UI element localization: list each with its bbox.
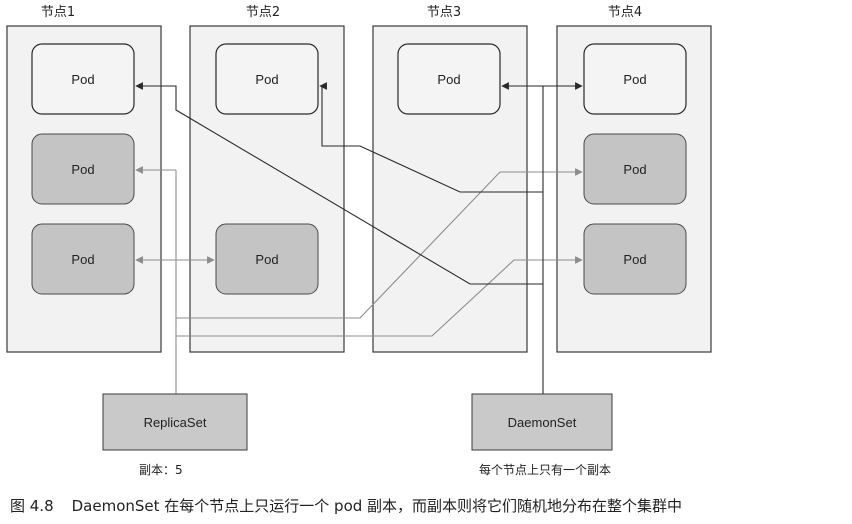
node-1-label: 节点1 xyxy=(41,5,75,20)
figure-caption-text: DaemonSet 在每个节点上只运行一个 pod 副本，而副本则将它们随机地分… xyxy=(71,497,683,515)
daemonset-connectors xyxy=(135,82,583,394)
daemonset-box xyxy=(471,393,613,451)
figure-number: 图 4.8 xyxy=(10,497,54,515)
replicaset-box xyxy=(102,393,248,451)
daemon-pod-node-3 xyxy=(397,43,501,115)
figure-caption: 图 4.8 DaemonSet 在每个节点上只运行一个 pod 副本，而副本则将它… xyxy=(10,496,850,516)
node-2-label: 节点2 xyxy=(246,5,280,20)
daemon-pod-node-4-label: Pod xyxy=(623,72,646,87)
replica-pod-node-1-a xyxy=(31,133,135,205)
daemonset-label: DaemonSet xyxy=(508,415,577,430)
replica-pod-node-2-label: Pod xyxy=(255,252,278,267)
replica-pod-node-1-b xyxy=(31,223,135,295)
daemon-pod-node-2-label: Pod xyxy=(255,72,278,87)
daemon-pod-node-3-label: Pod xyxy=(437,72,460,87)
replica-pod-node-4-b xyxy=(583,223,687,295)
replica-pod-node-1-b-label: Pod xyxy=(71,252,94,267)
replica-pod-node-4-a-label: Pod xyxy=(623,162,646,177)
replicaset-note: 副本：5 xyxy=(139,463,183,477)
daemon-pod-node-1-label: Pod xyxy=(71,72,94,87)
replicaset-connectors xyxy=(135,166,583,394)
replica-pod-node-1-a-label: Pod xyxy=(71,162,94,177)
daemon-pod-node-2 xyxy=(215,43,319,115)
replica-pod-node-2 xyxy=(215,223,319,295)
node-4-label: 节点4 xyxy=(608,5,642,20)
daemon-pod-node-1 xyxy=(31,43,135,115)
replica-pod-node-4-b-label: Pod xyxy=(623,252,646,267)
daemonset-note: 每个节点上只有一个副本 xyxy=(479,462,611,477)
daemon-pod-node-4 xyxy=(583,43,687,115)
replica-pod-node-4-a xyxy=(583,133,687,205)
replicaset-label: ReplicaSet xyxy=(144,415,207,430)
node-3-label: 节点3 xyxy=(427,5,461,20)
